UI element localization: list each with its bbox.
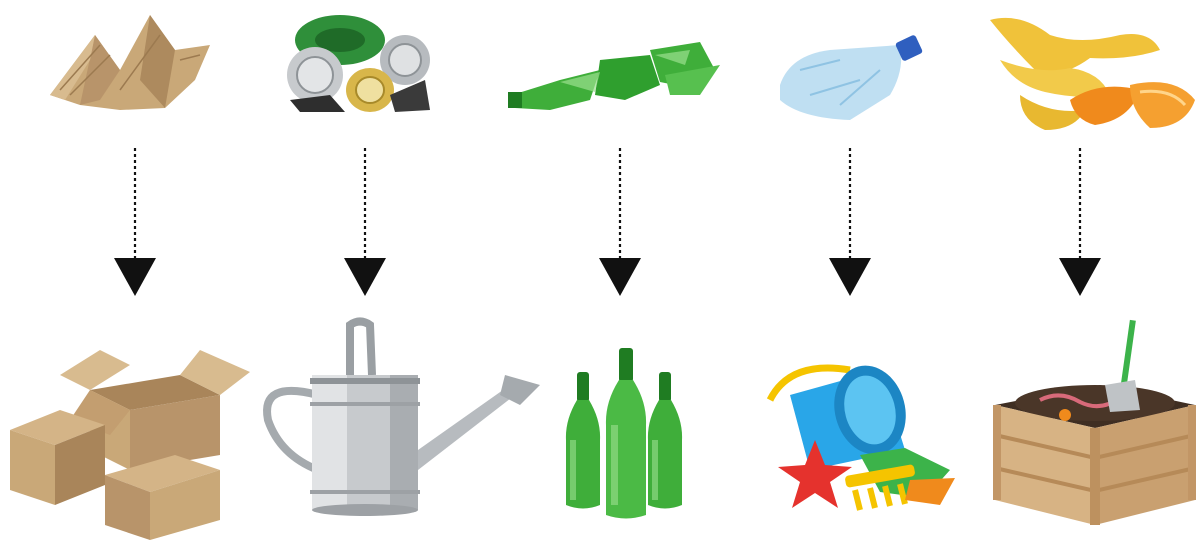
arrow-down-5	[1059, 148, 1101, 296]
watering-can-icon	[267, 322, 540, 517]
green-glass-bottles-icon	[566, 348, 682, 519]
column-glass	[508, 42, 720, 519]
column-cans	[267, 15, 540, 516]
crushed-plastic-bottle-icon	[780, 34, 923, 120]
plastic-beach-toys-icon	[770, 357, 955, 510]
fruit-peels-icon	[990, 18, 1195, 130]
cardboard-boxes-icon	[10, 350, 250, 540]
compost-crate-icon	[993, 320, 1196, 525]
crushed-cans-icon	[287, 15, 430, 112]
arrow-down-1	[114, 148, 156, 296]
arrow-down-3	[599, 148, 641, 296]
crumpled-cardboard-icon	[50, 15, 210, 110]
broken-green-glass-icon	[508, 42, 720, 110]
arrow-down-4	[829, 148, 871, 296]
column-cardboard	[10, 15, 250, 540]
arrow-down-2	[344, 148, 386, 296]
column-compost	[990, 18, 1196, 525]
column-plastic	[770, 34, 955, 510]
